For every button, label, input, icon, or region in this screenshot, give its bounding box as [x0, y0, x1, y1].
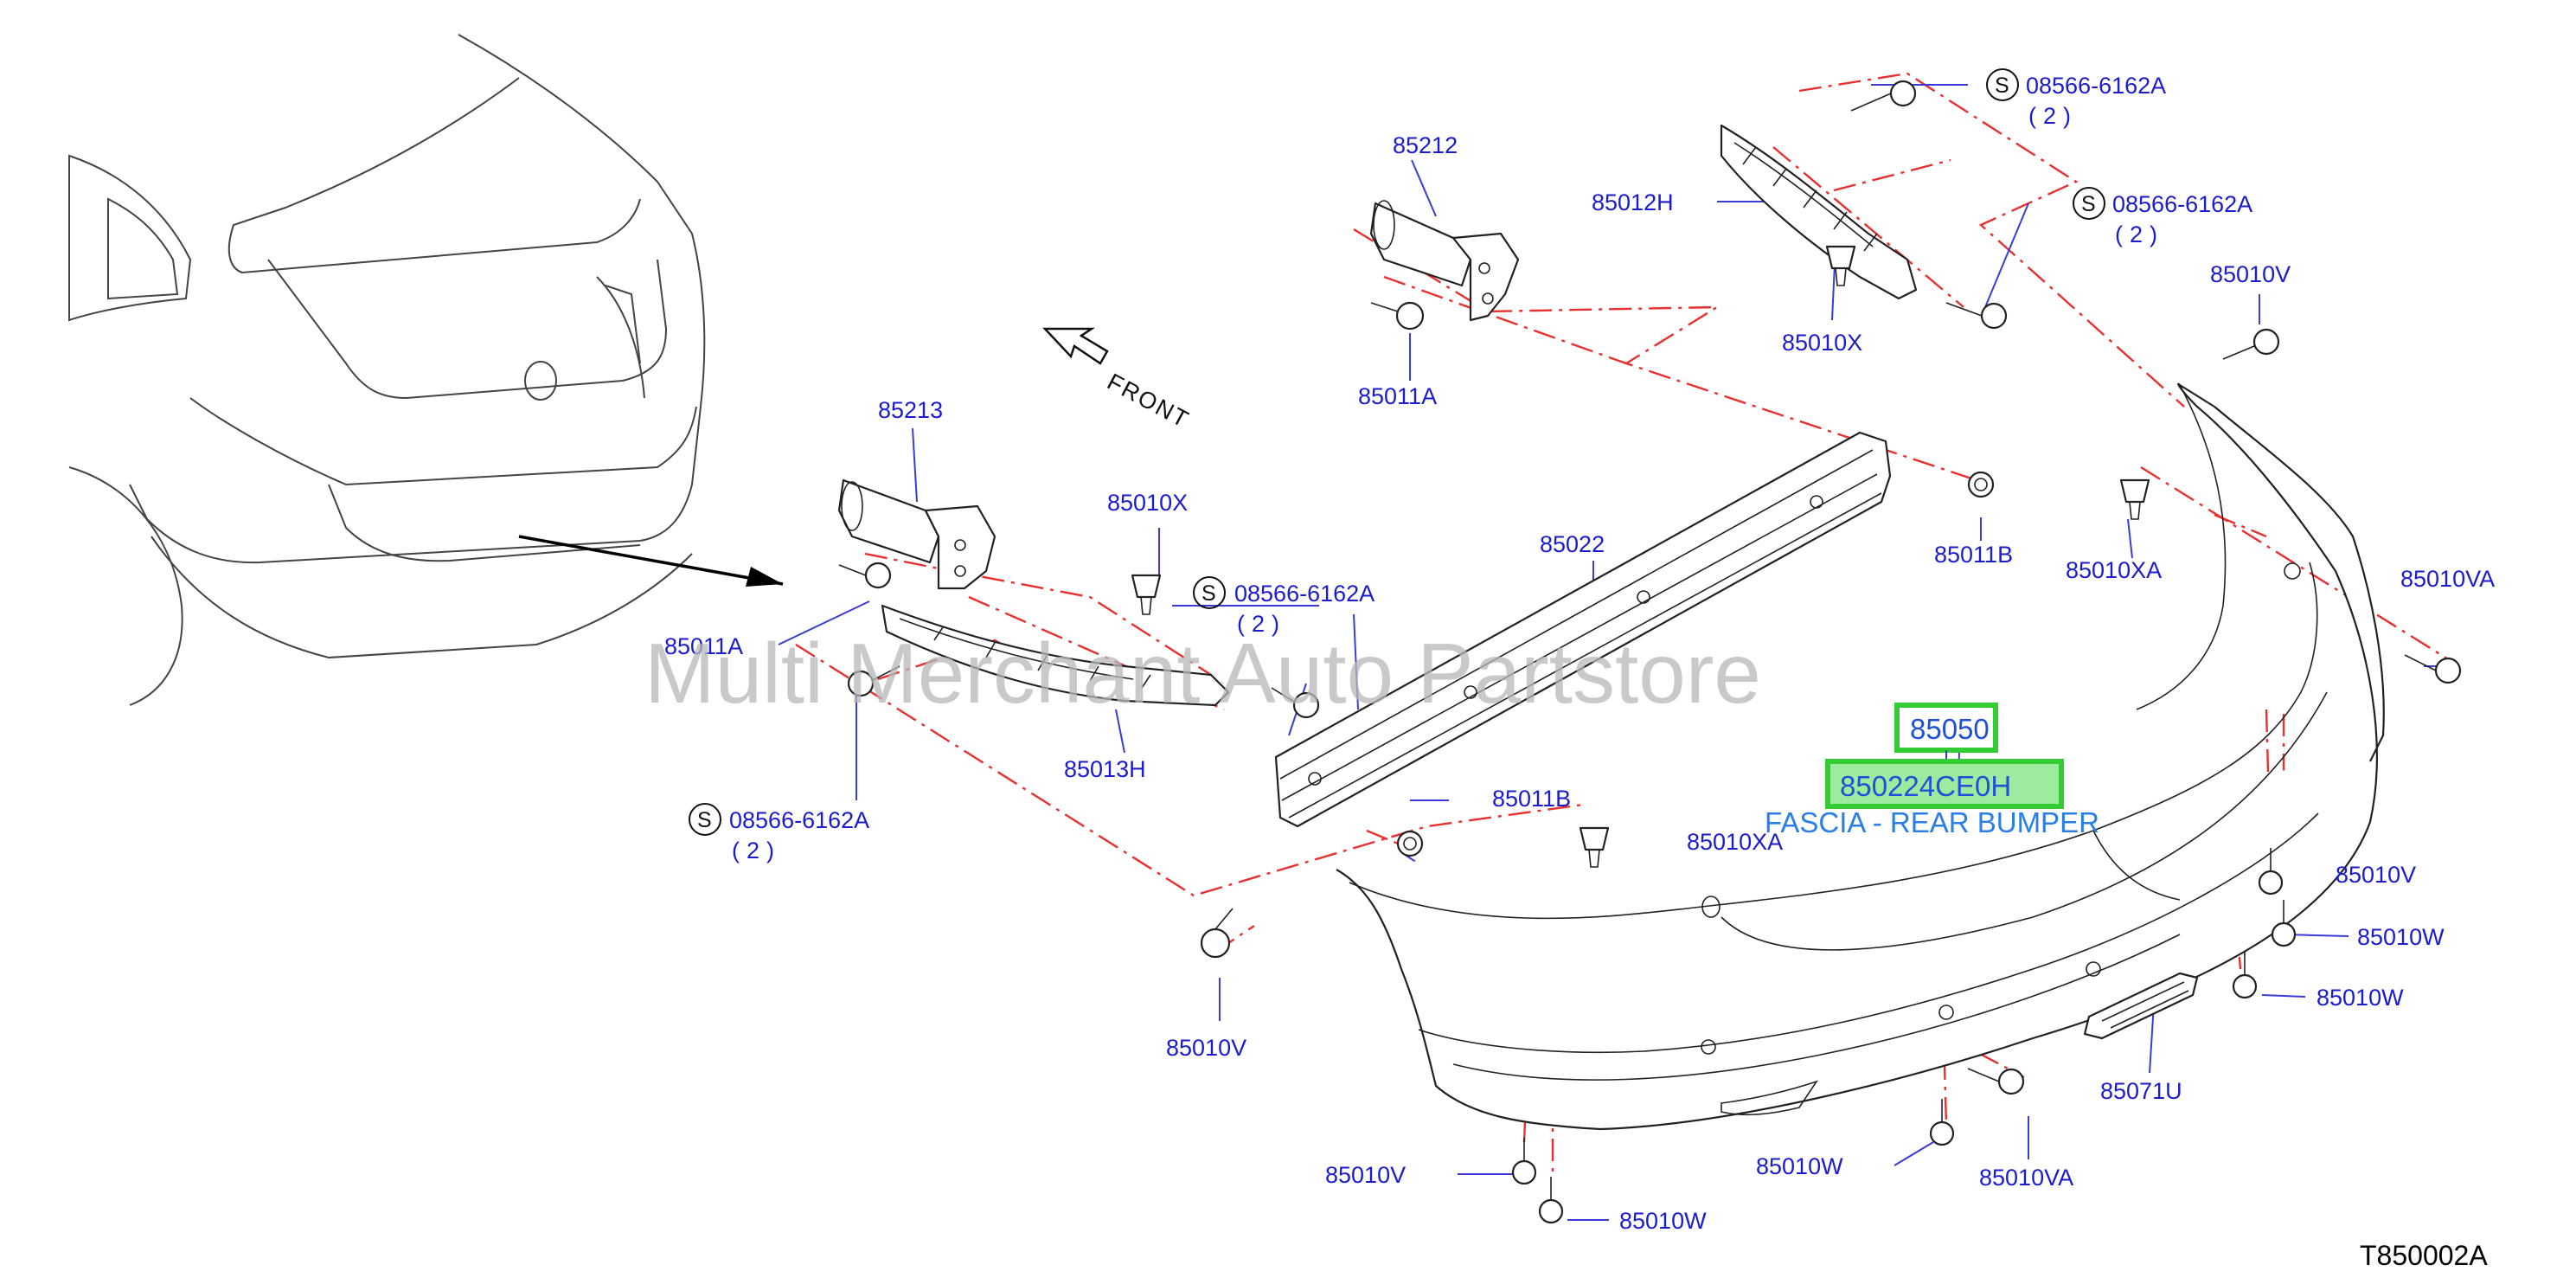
diagram-code: T850002A — [2360, 1240, 2488, 1271]
bolt-callout-2[interactable]: S 08566-6162A (2) — [2073, 187, 2252, 247]
label-85213[interactable]: 85213 — [878, 397, 943, 423]
svg-text:(2): (2) — [2115, 221, 2164, 247]
label-85010X-mid[interactable]: 85010X — [1107, 490, 1188, 516]
label-85011A-top[interactable]: 85011A — [1358, 383, 1437, 409]
bolt-symbol: S — [1201, 581, 1216, 606]
watermark: Multi Merchant Auto Partstore — [644, 626, 1761, 721]
bolt-callout-3[interactable]: S 08566-6162A (2) — [1193, 576, 1375, 637]
label-85012H[interactable]: 85012H — [1592, 189, 1674, 215]
label-85010VA-right[interactable]: 85010VA — [2400, 566, 2495, 592]
leader-lines — [778, 84, 2453, 1221]
svg-text:(2): (2) — [732, 838, 781, 863]
svg-text:08566-6162A: 08566-6162A — [2026, 73, 2166, 99]
bolt-callout-1[interactable]: S 08566-6162A (2) — [1986, 68, 2166, 129]
label-85010V-right[interactable]: 85010V — [2336, 862, 2416, 888]
bracket-85213[interactable] — [837, 478, 996, 590]
label-85011A-left[interactable]: 85011A — [664, 633, 743, 659]
label-85010XA-mid[interactable]: 85010XA — [1687, 829, 1783, 855]
bolt-callout-4[interactable]: S 08566-6162A (2) — [689, 803, 869, 863]
fasteners — [838, 80, 2462, 1224]
label-85011B-right[interactable]: 85011B — [1934, 542, 2013, 568]
vehicle-rear-view — [68, 34, 784, 706]
bolt-symbol: S — [1995, 74, 2009, 98]
label-85013H[interactable]: 85013H — [1064, 756, 1146, 782]
label-85010V-left[interactable]: 85010V — [1166, 1035, 1246, 1061]
fascia-rear-bumper-85050[interactable] — [1336, 382, 2385, 1131]
svg-text:(2): (2) — [1237, 611, 1286, 637]
label-85011B-mid[interactable]: 85011B — [1492, 786, 1571, 812]
retainer-85012H[interactable] — [1720, 124, 1918, 300]
retainer-85013H[interactable] — [881, 604, 1230, 707]
svg-text:08566-6162A: 08566-6162A — [729, 807, 869, 833]
bolt-symbol: S — [697, 808, 712, 832]
label-85212[interactable]: 85212 — [1393, 132, 1458, 158]
label-85022[interactable]: 85022 — [1540, 531, 1605, 557]
label-85010W-mid[interactable]: 85010W — [1756, 1153, 1843, 1179]
front-direction-indicator: FRONT — [1042, 327, 1194, 433]
label-85071U[interactable]: 85071U — [2100, 1078, 2182, 1104]
svg-text:(2): (2) — [2028, 103, 2078, 129]
svg-text:08566-6162A: 08566-6162A — [2112, 191, 2252, 217]
label-85010W-right-1[interactable]: 85010W — [2357, 924, 2445, 950]
label-85010V-bottom[interactable]: 85010V — [1325, 1162, 1406, 1188]
label-85010XA-right[interactable]: 85010XA — [2066, 557, 2162, 583]
reflector-85071U[interactable] — [2083, 972, 2199, 1040]
bolt-symbol: S — [2081, 192, 2096, 216]
part-labels: 85212 85012H 85010X 85011A 85010V 85213 … — [664, 132, 2495, 1234]
bracket-85212[interactable] — [1369, 200, 1520, 322]
label-85010VA-bottom[interactable]: 85010VA — [1979, 1165, 2073, 1191]
highlight-oem-number[interactable]: 850224CE0H — [1840, 770, 2011, 802]
highlight-part-number[interactable]: 85050 — [1910, 713, 1990, 745]
label-85010X-top[interactable]: 85010X — [1782, 330, 1862, 356]
highlight-description: FASCIA - REAR BUMPER — [1765, 806, 2099, 838]
svg-text:08566-6162A: 08566-6162A — [1234, 581, 1375, 607]
label-85010W-bottom[interactable]: 85010W — [1619, 1208, 1707, 1234]
label-85010W-right-2[interactable]: 85010W — [2316, 985, 2404, 1011]
label-85010V-top-right[interactable]: 85010V — [2210, 261, 2291, 287]
reinforcement-85022[interactable] — [1274, 431, 1892, 828]
highlight-callout[interactable]: 85050 850224CE0H FASCIA - REAR BUMPER — [1765, 703, 2099, 838]
front-label: FRONT — [1103, 369, 1194, 433]
